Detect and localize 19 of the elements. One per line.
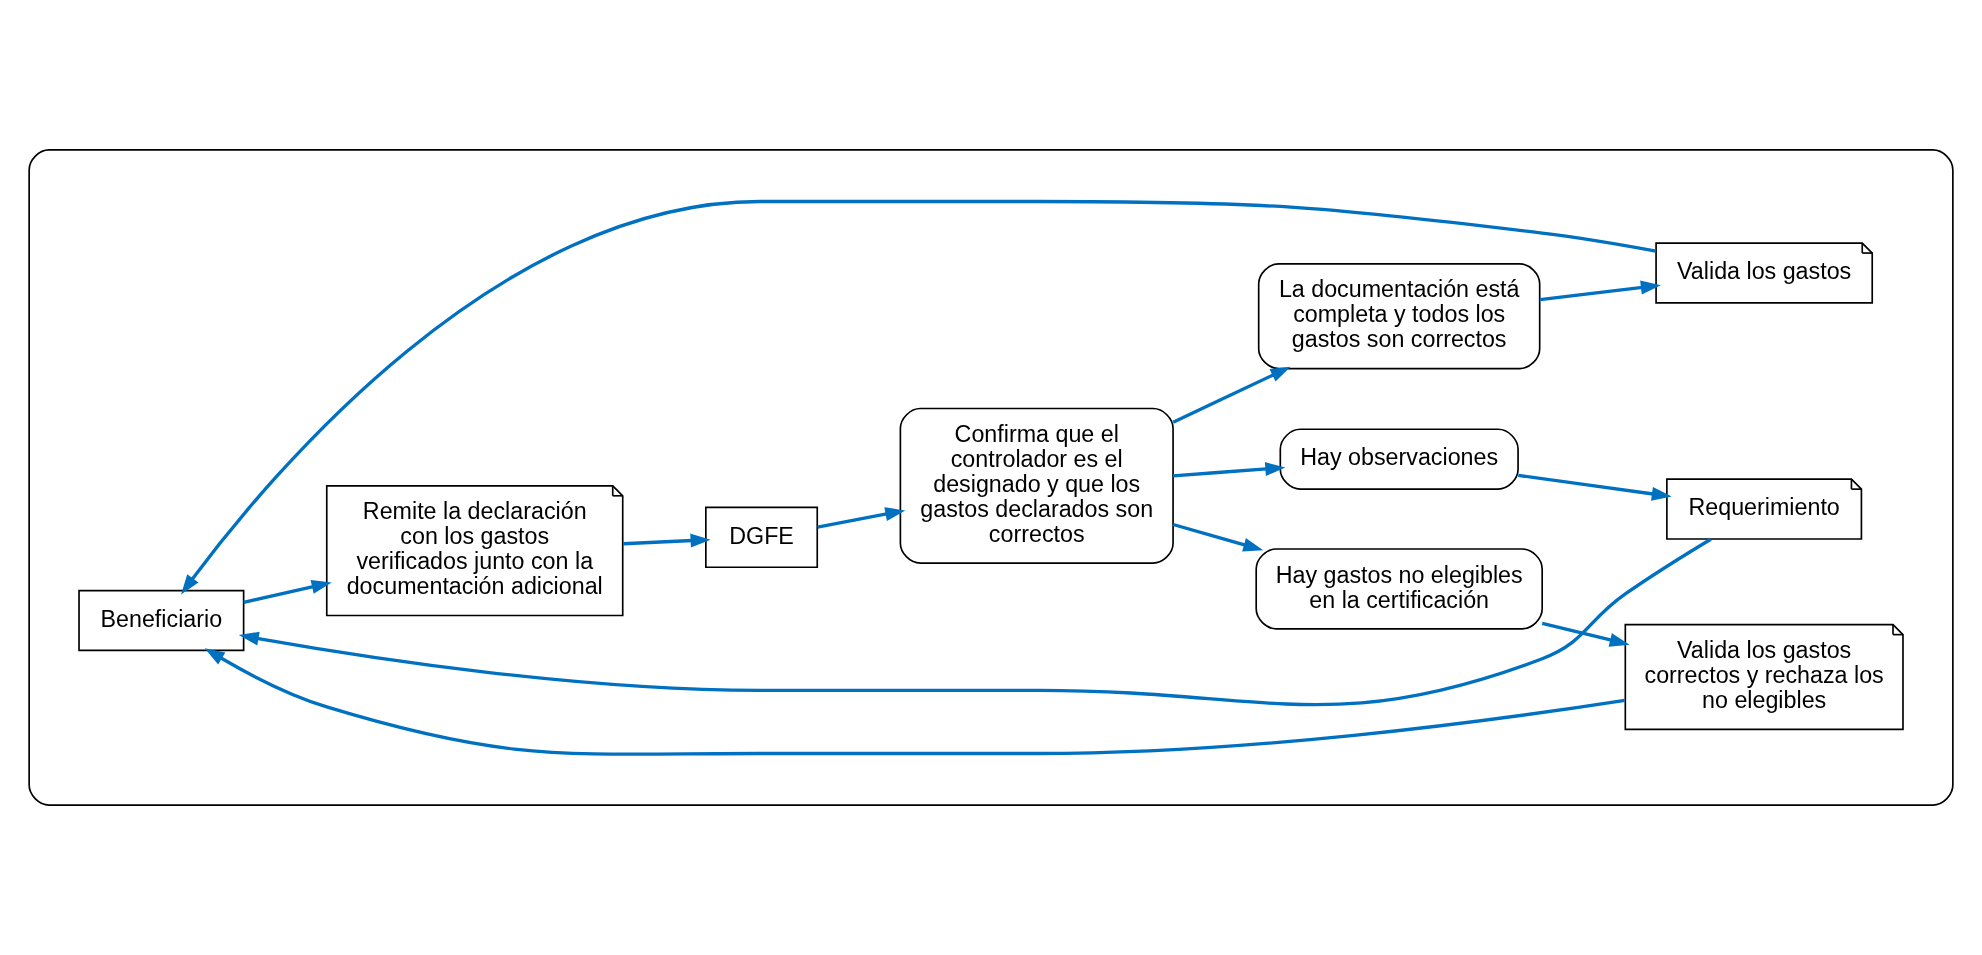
node-box: Hay gastos no elegibles en la certificación xyxy=(1255,548,1543,630)
arrow xyxy=(623,533,711,548)
arrow xyxy=(1172,522,1264,552)
arrow xyxy=(1539,280,1661,302)
arrow xyxy=(1518,473,1672,501)
arrow xyxy=(1172,366,1291,424)
node-box: Confirma que el controlador es el designado y que los gastos declarados son correctos xyxy=(899,407,1174,564)
arrow xyxy=(1541,621,1630,647)
arrow xyxy=(817,507,906,529)
arrow xyxy=(1173,462,1286,478)
arrow xyxy=(238,537,1712,707)
arrow xyxy=(204,648,1626,756)
node-box: Hay observaciones xyxy=(1279,428,1519,490)
node-box: DGFE xyxy=(705,506,819,569)
arrow xyxy=(181,199,1657,595)
cluster xyxy=(28,149,1954,806)
arrow xyxy=(243,580,332,604)
node-box: Beneficiario xyxy=(78,589,245,652)
node-box: La documentación está completa y todos los gastos son correctos xyxy=(1257,263,1541,370)
